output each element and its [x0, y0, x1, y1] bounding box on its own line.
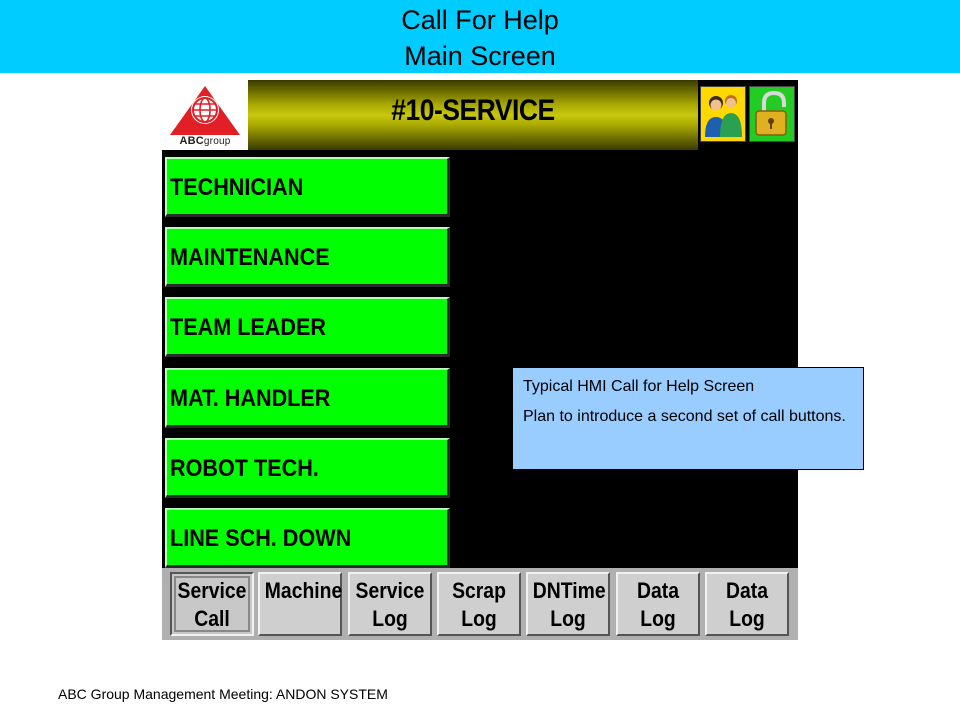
users-button[interactable] [700, 86, 746, 142]
call-button-line-sch-down[interactable]: LINE SCH. DOWN [165, 508, 450, 568]
station-title: #10-SERVICE [391, 94, 555, 127]
hmi-screen: ABCgroup #10-SERVICE TECHNICIAN MAINTENA… [162, 80, 798, 640]
callout-line-1: Typical HMI Call for Help Screen [523, 378, 755, 395]
slide-footer: ABC Group Management Meeting: ANDON SYST… [58, 686, 388, 702]
slide-subtitle: Main Screen [404, 41, 556, 71]
call-button-maintenance[interactable]: MAINTENANCE [165, 227, 450, 287]
call-button-mat-handler[interactable]: MAT. HANDLER [165, 368, 450, 428]
nav-machine[interactable]: Machine [258, 572, 342, 636]
logo-wordmark: ABCgroup [179, 135, 231, 147]
abc-group-logo: ABCgroup [162, 80, 248, 150]
callout-line-2: Plan to introduce a second set of call b… [523, 408, 846, 425]
abc-group-logo-icon [170, 86, 240, 135]
lock-button[interactable] [749, 86, 795, 142]
call-button-robot-tech[interactable]: ROBOT TECH. [165, 438, 450, 498]
annotation-callout: Typical HMI Call for Help Screen Plan to… [512, 367, 864, 470]
call-button-technician[interactable]: TECHNICIAN [165, 157, 450, 217]
padlock-icon [755, 90, 787, 136]
hmi-title-bar: #10-SERVICE [248, 80, 698, 150]
slide-title-banner: Call For Help Main Screen [0, 0, 960, 73]
users-icon [705, 95, 742, 137]
slide-title: Call For Help [401, 5, 559, 35]
call-button-team-leader[interactable]: TEAM LEADER [165, 297, 450, 357]
